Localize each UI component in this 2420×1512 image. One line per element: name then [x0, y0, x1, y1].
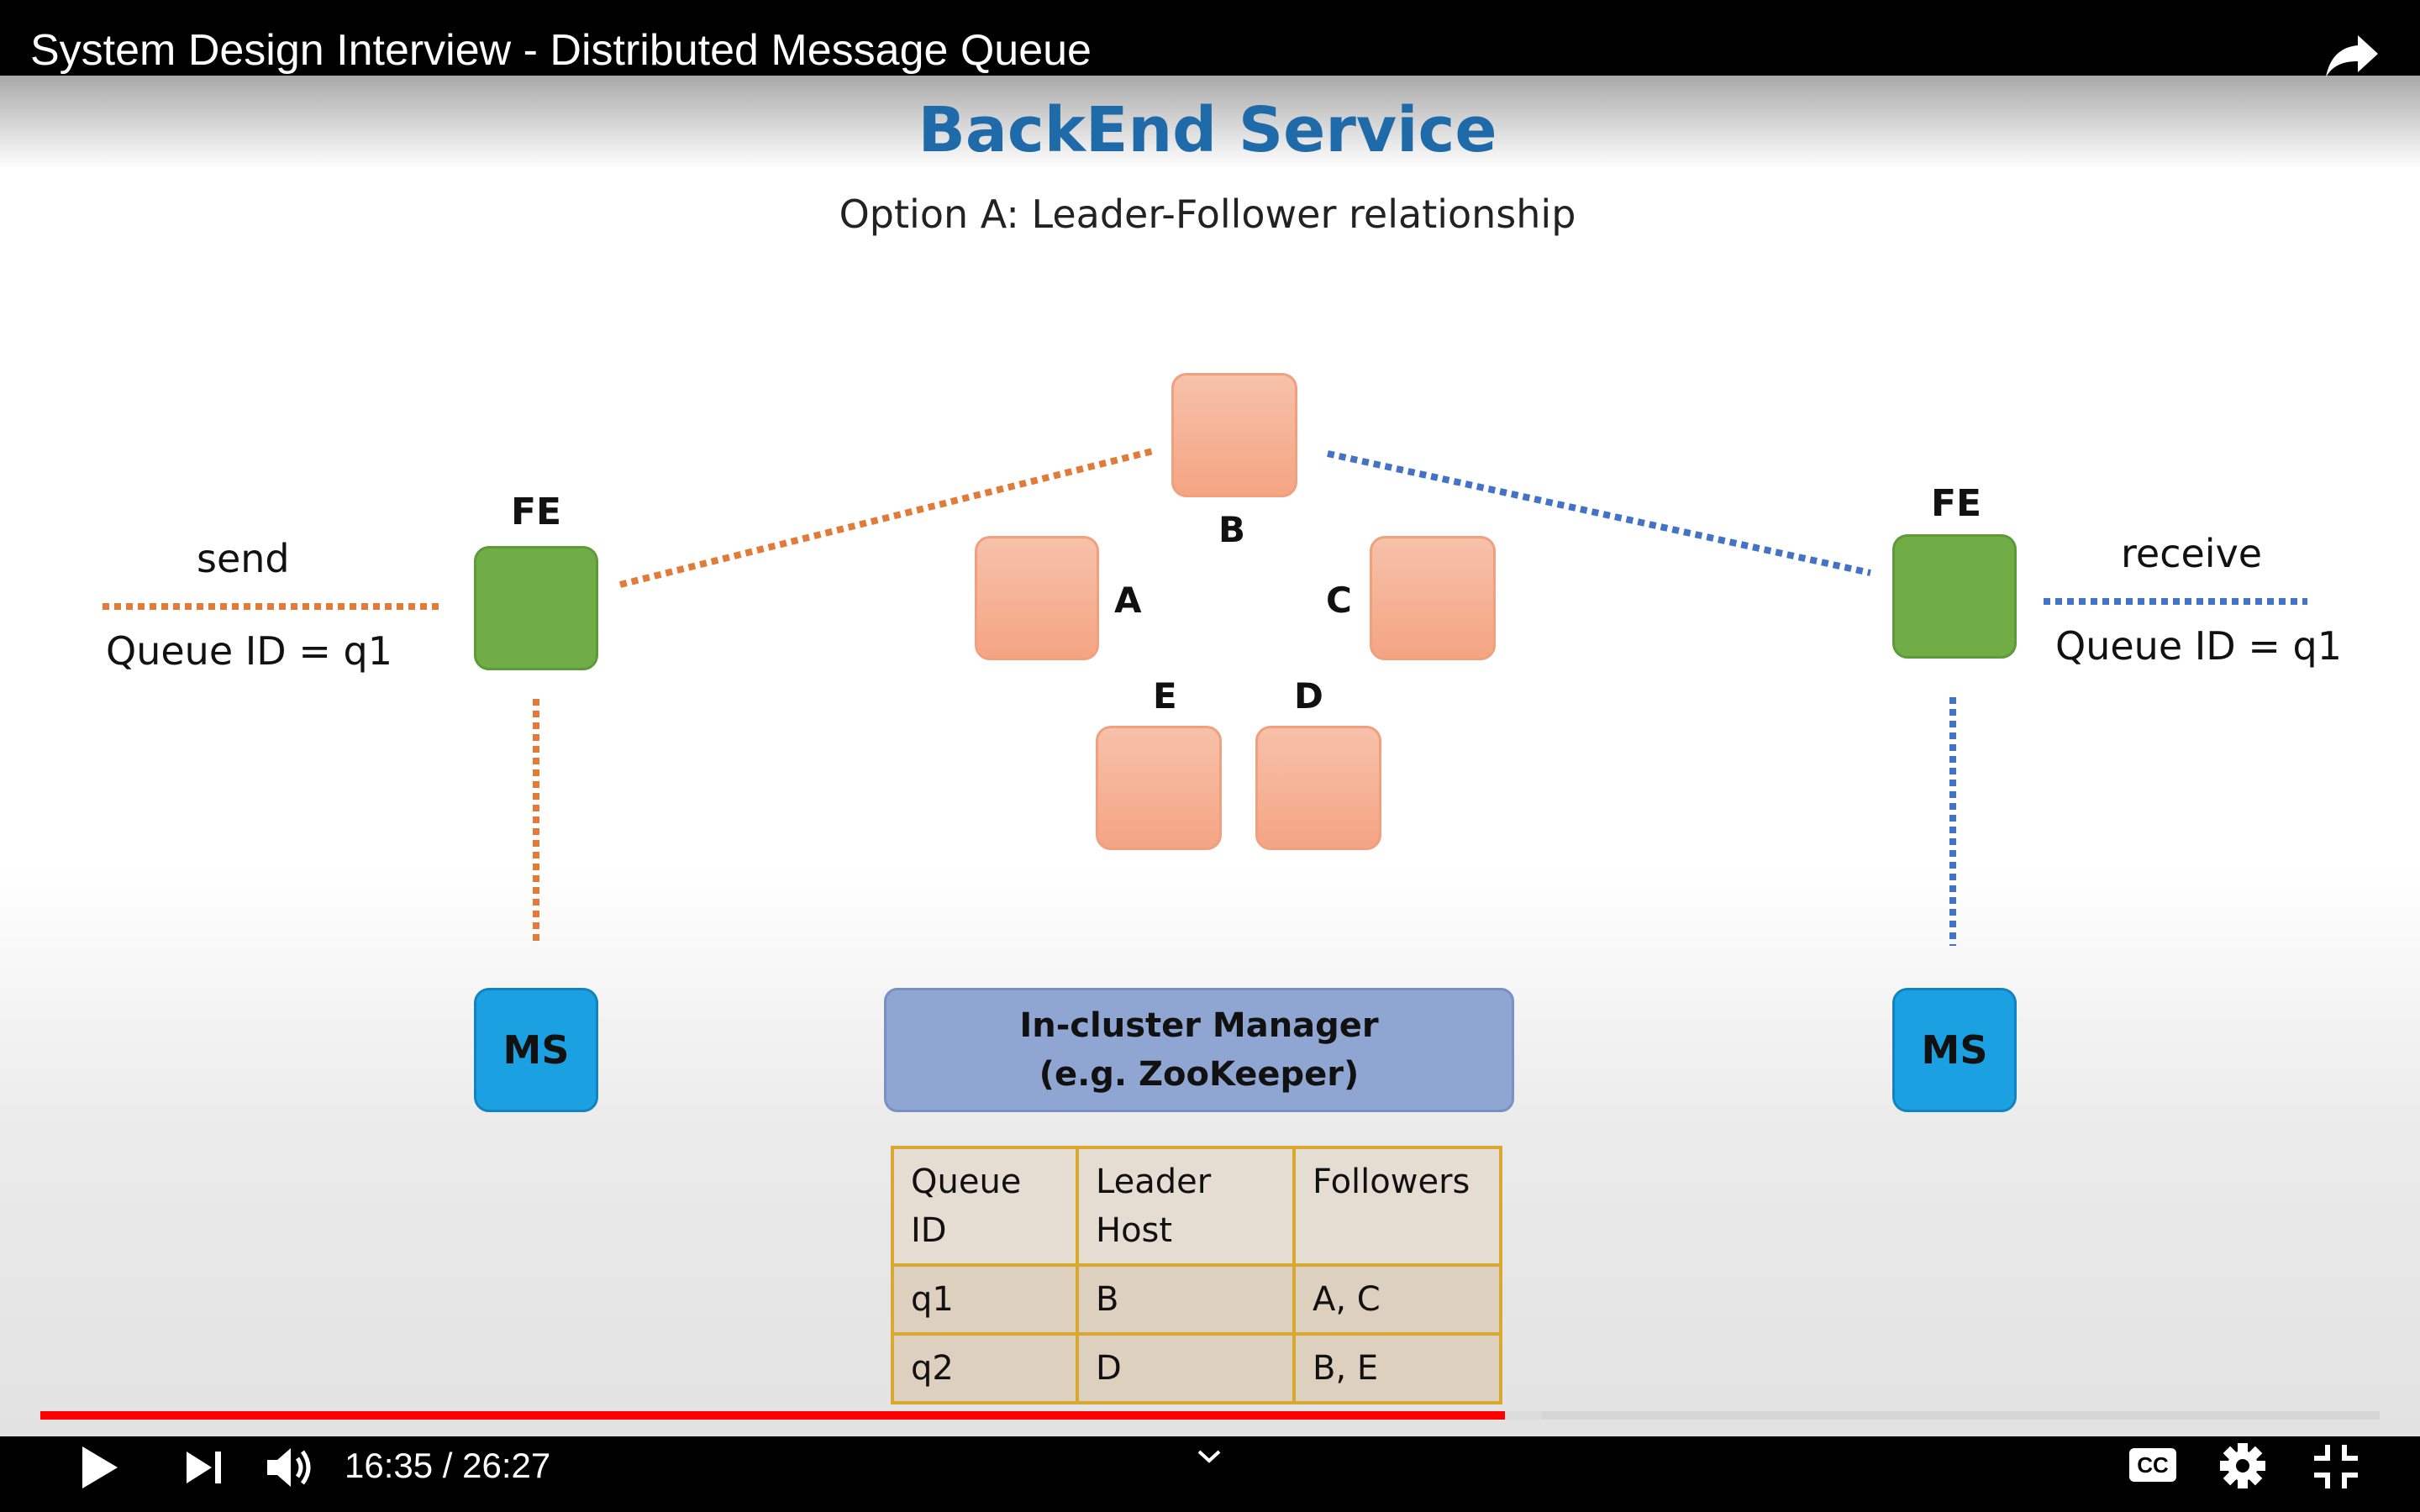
settings-icon[interactable]: [2218, 1441, 2267, 1490]
fe-left-to-b-line: [619, 447, 1157, 588]
host-b-box: [1171, 373, 1297, 497]
queue-leader-table: Queue ID Leader Host Followers q1 B A, C…: [891, 1146, 1502, 1404]
fe-left-box: [474, 546, 598, 670]
manager-line2: (e.g. ZooKeeper): [1039, 1055, 1360, 1094]
table-cell: A, C: [1292, 1263, 1502, 1336]
share-icon[interactable]: [2324, 32, 2380, 79]
receive-label: receive: [2121, 531, 2263, 576]
table-row: q2 D B, E: [891, 1332, 1502, 1404]
left-queue-id: Queue ID = q1: [106, 628, 392, 674]
time-display: 16:35 / 26:27: [345, 1446, 551, 1485]
table-cell: q2: [891, 1332, 1079, 1404]
ms-right-box: MS: [1892, 988, 2017, 1112]
host-a-label: A: [1114, 580, 1142, 621]
ms-left-box: MS: [474, 988, 598, 1112]
manager-line1: In-cluster Manager: [1019, 1006, 1379, 1045]
fe-left-label: FE: [511, 491, 562, 533]
play-icon[interactable]: [77, 1443, 121, 1492]
slide-subtitle: Option A: Leader-Follower relationship: [839, 192, 1576, 237]
video-title[interactable]: System Design Interview - Distributed Me…: [30, 26, 1092, 75]
host-d-box: [1255, 726, 1381, 850]
table-cell: B: [1076, 1263, 1296, 1336]
fe-right-box: [1892, 534, 2017, 659]
table-cell: q1: [891, 1263, 1079, 1336]
exit-fullscreen-icon[interactable]: [2312, 1443, 2360, 1490]
fe-right-label: FE: [1931, 482, 1982, 525]
host-a-box: [975, 536, 1099, 660]
table-cell: D: [1076, 1332, 1296, 1404]
send-label: send: [197, 536, 290, 581]
progress-bar[interactable]: [40, 1411, 2380, 1420]
host-b-label: B: [1218, 509, 1246, 550]
control-bar: [0, 1436, 2420, 1512]
table-row: q1 B A, C: [891, 1263, 1502, 1336]
table-cell: B, E: [1292, 1332, 1502, 1404]
table-header-cell: Leader Host: [1076, 1146, 1296, 1267]
chevron-down-icon[interactable]: [1197, 1448, 1222, 1465]
b-to-fe-right-line: [1327, 450, 1871, 576]
host-e-box: [1096, 726, 1222, 850]
table-header-cell: Followers: [1292, 1146, 1502, 1267]
slide-title: BackEnd Service: [918, 94, 1497, 166]
host-c-label: C: [1326, 580, 1352, 621]
connector-lines: [103, 447, 2307, 946]
in-cluster-manager-box: In-cluster Manager (e.g. ZooKeeper): [884, 988, 1514, 1112]
table-header-cell: Queue ID: [891, 1146, 1079, 1267]
host-c-box: [1370, 536, 1496, 660]
progress-played: [40, 1411, 1505, 1420]
top-bar: System Design Interview - Distributed Me…: [0, 0, 2420, 79]
host-d-label: D: [1294, 675, 1323, 717]
table-header-row: Queue ID Leader Host Followers: [891, 1146, 1502, 1267]
slide: BackEnd Service Option A: Leader-Followe…: [0, 76, 2420, 1436]
right-queue-id: Queue ID = q1: [2055, 623, 2342, 669]
volume-icon[interactable]: [264, 1441, 316, 1494]
captions-icon[interactable]: CC: [2129, 1448, 2176, 1482]
next-icon[interactable]: [183, 1448, 225, 1487]
host-e-label: E: [1153, 675, 1177, 717]
